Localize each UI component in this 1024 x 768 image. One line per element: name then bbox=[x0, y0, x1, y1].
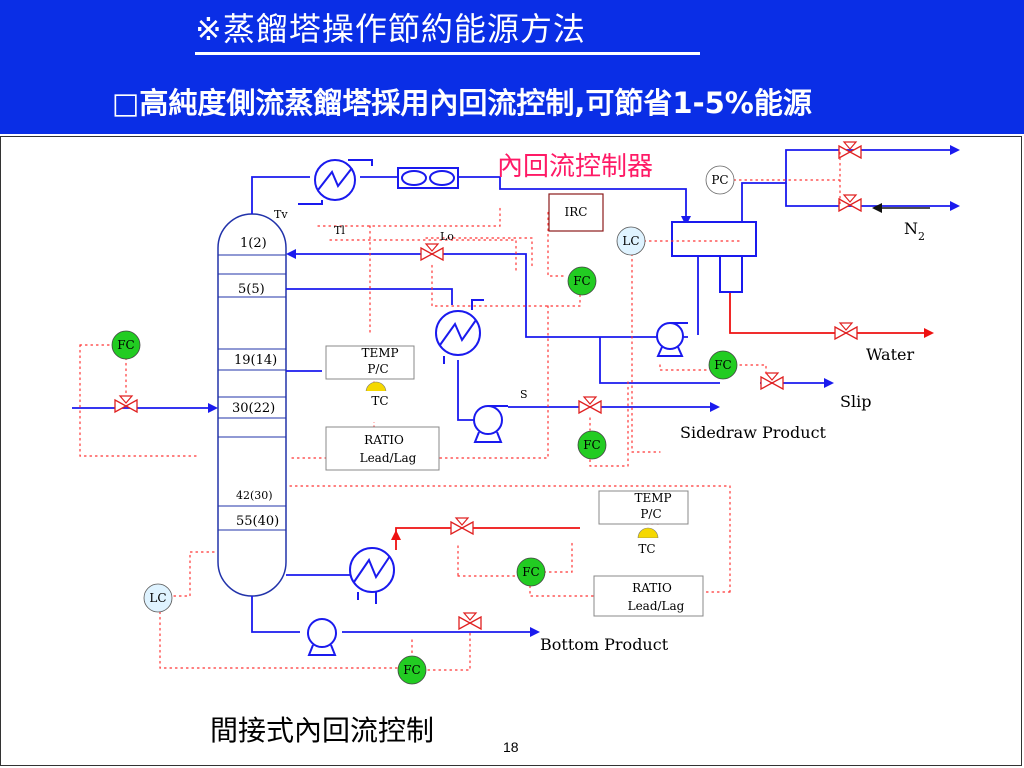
signal-lines bbox=[79, 149, 841, 671]
valve-vent-upper bbox=[838, 141, 862, 160]
svg-text:P/C: P/C bbox=[367, 362, 388, 376]
ratio-upper: RATIO Lead/Lag bbox=[325, 426, 440, 471]
svg-text:Lead/Lag: Lead/Lag bbox=[360, 451, 417, 465]
svg-text:Lead/Lag: Lead/Lag bbox=[628, 599, 685, 613]
ratio-lower: RATIO Lead/Lag bbox=[593, 575, 704, 617]
valve-vent-lower bbox=[838, 194, 862, 213]
page-number: 18 bbox=[503, 739, 519, 755]
fc-controller-steam: FC bbox=[516, 557, 546, 587]
valve-sidedraw bbox=[578, 396, 602, 415]
temp-pc-upper: TEMP P/C bbox=[325, 345, 415, 380]
tray-label-5: 5(5) bbox=[238, 282, 265, 297]
valve-feed bbox=[114, 395, 138, 414]
svg-text:FC: FC bbox=[573, 274, 591, 288]
diagram-caption: 間接式內回流控制 bbox=[210, 714, 434, 747]
svg-text:RATIO: RATIO bbox=[364, 433, 404, 447]
tc-upper: TC bbox=[358, 381, 418, 422]
svg-text:P/C: P/C bbox=[640, 507, 661, 521]
n2-label: N2 bbox=[904, 219, 925, 243]
tl-label: Tl bbox=[334, 224, 345, 237]
svg-text:FC: FC bbox=[117, 338, 135, 352]
reflux-pump bbox=[656, 322, 688, 357]
svg-text:RATIO: RATIO bbox=[632, 581, 672, 595]
fc-controller-water: FC bbox=[708, 350, 738, 380]
fc-controller-feed: FC bbox=[111, 330, 141, 360]
valve-slip bbox=[760, 372, 784, 391]
tray-label-30: 30(22) bbox=[232, 401, 275, 416]
svg-text:IRC: IRC bbox=[565, 205, 588, 219]
irc-controller: IRC bbox=[548, 193, 604, 232]
bottom-reboiler bbox=[349, 547, 395, 604]
temp-pc-lower: TEMP P/C bbox=[598, 490, 689, 525]
tray-label-19: 19(14) bbox=[234, 353, 277, 368]
air-cooler bbox=[397, 167, 459, 189]
steam-lines bbox=[391, 292, 934, 550]
tv-label: Tv bbox=[274, 208, 288, 221]
fc-controller-bottom: FC bbox=[397, 655, 427, 685]
title-underline bbox=[195, 52, 700, 55]
diagram-frame bbox=[0, 136, 1022, 766]
internal-reflux-controller-label: 內回流控制器 bbox=[497, 152, 653, 182]
svg-text:TEMP: TEMP bbox=[361, 346, 398, 360]
fc-controller-reflux: FC bbox=[567, 266, 597, 296]
valve-steam bbox=[450, 517, 474, 536]
svg-text:FC: FC bbox=[522, 565, 540, 579]
slip-label: Slip bbox=[840, 392, 871, 411]
slide-subtitle: □高純度側流蒸餾塔採用內回流控制,可節省1-5%能源 bbox=[112, 86, 812, 120]
svg-text:TC: TC bbox=[638, 542, 655, 556]
tray-label-1: 1(2) bbox=[240, 236, 267, 251]
svg-text:FC: FC bbox=[714, 358, 732, 372]
overhead-condenser bbox=[298, 159, 373, 205]
process-lines bbox=[72, 145, 960, 637]
svg-text:FC: FC bbox=[403, 663, 421, 677]
water-label: Water bbox=[866, 345, 914, 364]
tc-lower: TC bbox=[630, 527, 684, 570]
tray-label-42: 42(30) bbox=[236, 489, 273, 502]
svg-text:PC: PC bbox=[711, 173, 728, 187]
svg-text:TEMP: TEMP bbox=[634, 491, 671, 505]
svg-text:LC: LC bbox=[622, 234, 639, 248]
sidedraw-product-label: Sidedraw Product bbox=[680, 423, 827, 442]
valve-water bbox=[834, 322, 858, 341]
fc-controller-sidedraw: FC bbox=[577, 430, 607, 460]
header-banner: ※蒸餾塔操作節約能源方法 □高純度側流蒸餾塔採用內回流控制,可節省1-5%能源 bbox=[0, 0, 1024, 134]
bottom-pump bbox=[307, 618, 337, 656]
lo-label: Lo bbox=[440, 230, 454, 243]
pc-controller: PC bbox=[705, 165, 735, 195]
reflux-drum bbox=[671, 221, 757, 293]
sidedraw-pump bbox=[473, 405, 508, 443]
tray-label-55: 55(40) bbox=[236, 514, 279, 529]
slide-title: ※蒸餾塔操作節約能源方法 bbox=[195, 10, 586, 48]
valve-bottom bbox=[458, 612, 482, 631]
valve-reflux bbox=[420, 243, 444, 262]
svg-text:LC: LC bbox=[149, 591, 166, 605]
s-label: S bbox=[520, 388, 528, 401]
side-heat-exchanger bbox=[435, 299, 484, 364]
lc-controller-bottom: LC bbox=[143, 583, 173, 613]
lc-controller-drum: LC bbox=[616, 226, 646, 256]
svg-text:FC: FC bbox=[583, 438, 601, 452]
bottom-product-label: Bottom Product bbox=[540, 635, 669, 654]
svg-text:TC: TC bbox=[371, 394, 388, 408]
